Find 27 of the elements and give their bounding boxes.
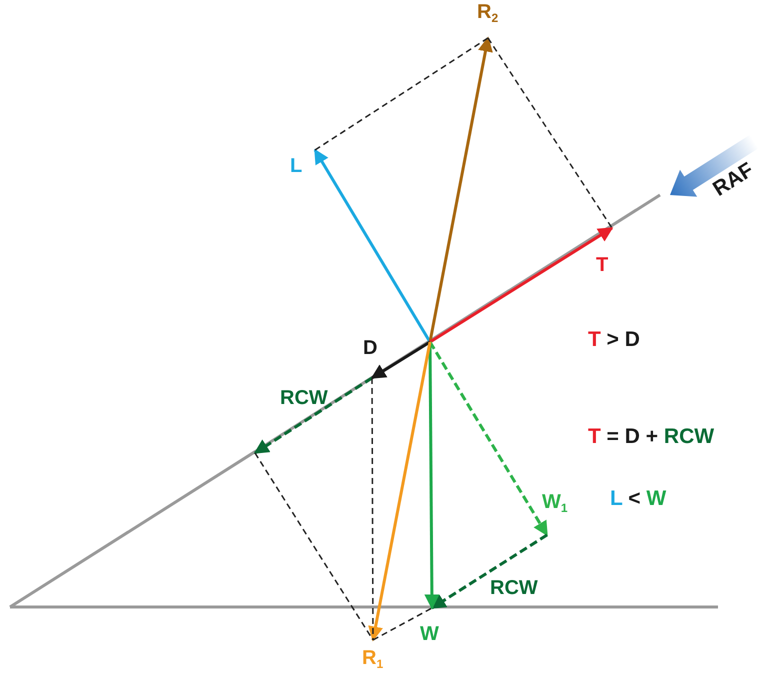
construction-line xyxy=(487,38,613,228)
relation-text: L < W xyxy=(610,487,666,511)
relation-text: T = D + RCW xyxy=(588,425,714,449)
force-arrow xyxy=(428,36,493,342)
force-label: R$_{1}$ xyxy=(362,648,384,674)
force-arrow xyxy=(254,376,373,454)
force-label: D xyxy=(363,338,378,358)
force-label: W xyxy=(420,624,439,644)
force-arrow xyxy=(314,148,432,343)
construction-line xyxy=(371,378,374,640)
force-label: W$_{1}$ xyxy=(542,492,568,518)
force-label: R$_{2}$ xyxy=(477,2,498,28)
force-label: RCW xyxy=(280,388,328,408)
construction-line xyxy=(314,37,488,151)
force-arrow xyxy=(429,226,614,344)
force-label: T xyxy=(596,255,608,275)
edge-label: RCW xyxy=(490,578,538,598)
force-arrow xyxy=(368,342,432,642)
construction-line xyxy=(254,452,374,640)
force-arrow xyxy=(428,341,548,536)
force-arrow xyxy=(424,342,440,610)
force-label: L xyxy=(290,156,302,176)
force-arrow xyxy=(430,534,548,610)
force-arrow xyxy=(370,340,431,380)
relation-text: T > D xyxy=(588,328,640,352)
airflow-label: RAF xyxy=(708,158,758,202)
construction-line xyxy=(372,607,432,641)
